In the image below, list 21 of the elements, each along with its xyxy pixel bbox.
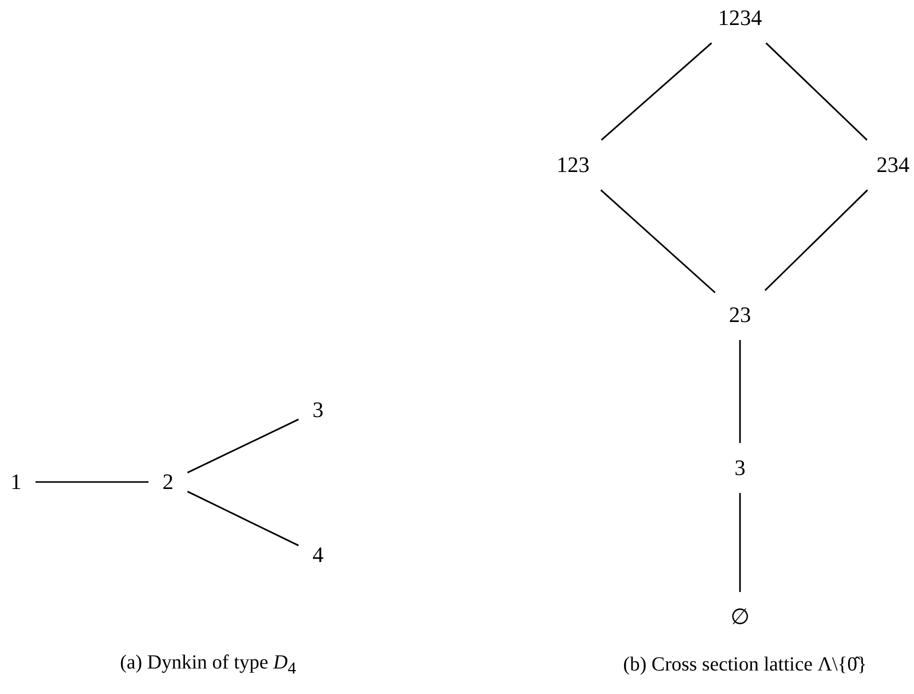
edge-line [739, 340, 741, 443]
node-label: 2 [162, 469, 174, 495]
figure-caption: (a) Dynkin of type D$_{4}$ [120, 652, 296, 678]
edge-line [600, 42, 712, 141]
node-label: 234 [876, 152, 910, 178]
edge-line [36, 481, 148, 483]
node-label: 4 [312, 542, 324, 568]
node-label: 23 [729, 302, 751, 328]
node-label: 3 [734, 455, 746, 481]
edge-line [187, 418, 299, 474]
figure-caption: (b) Cross section lattice Λ\{0̂} [623, 654, 867, 676]
edge-line [187, 490, 299, 546]
edge-line [764, 189, 868, 292]
node-label: 123 [556, 152, 590, 178]
node-label: 1 [10, 469, 22, 495]
edge-line [600, 189, 716, 294]
edge-line [739, 493, 741, 592]
node-label: ∅ [730, 604, 750, 630]
node-label: 3 [312, 397, 324, 423]
edge-line [765, 42, 868, 141]
node-label: 1234 [718, 5, 762, 31]
